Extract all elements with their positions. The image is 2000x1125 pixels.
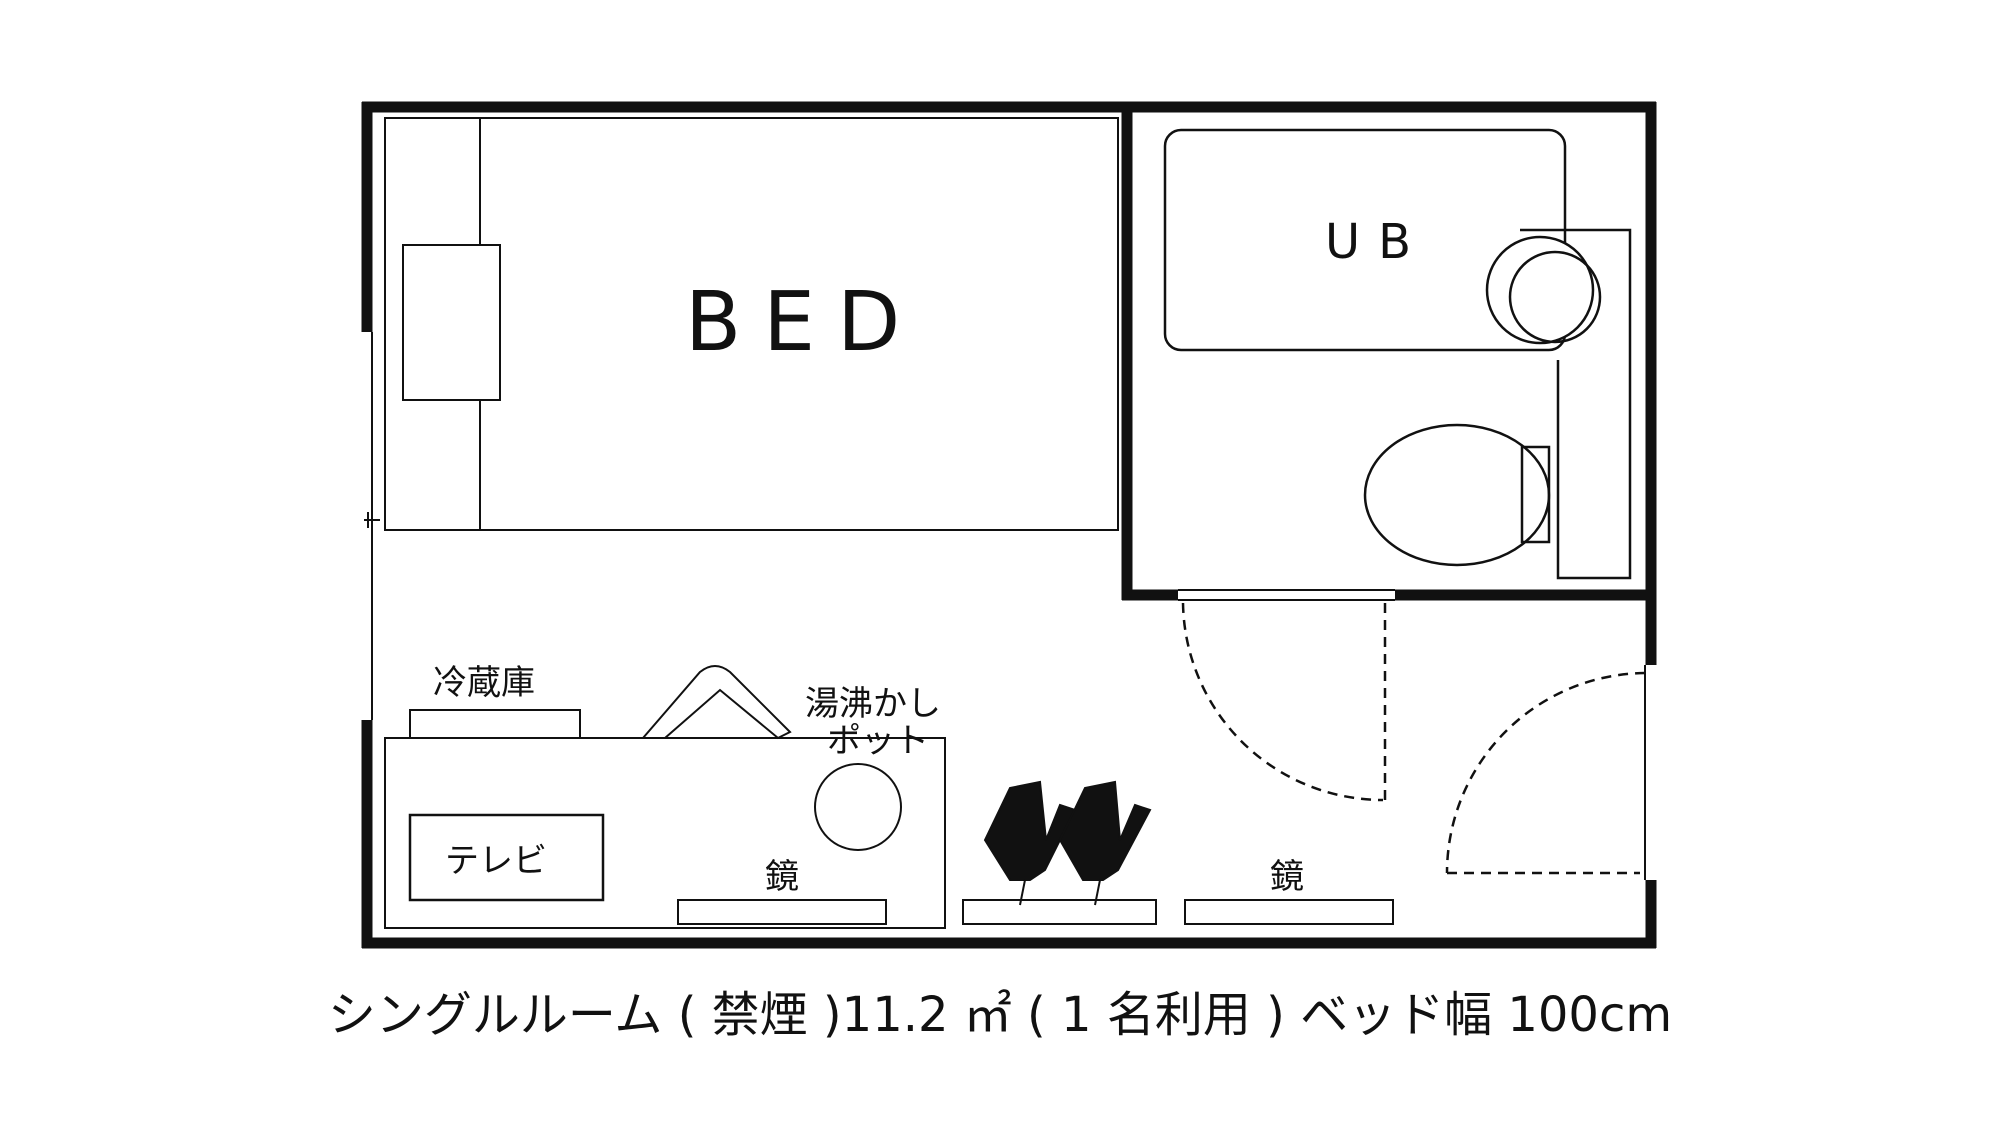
bathroom-door-frame	[1178, 589, 1395, 601]
ub-label: UB	[1325, 214, 1429, 270]
mirror-right-label: 鏡	[1270, 857, 1304, 897]
tv	[408, 813, 605, 902]
fridge	[409, 709, 581, 739]
pillow	[402, 244, 501, 401]
slippers	[983, 780, 1152, 906]
kettle-pot	[814, 763, 902, 851]
entrance-door-swing	[1445, 671, 1646, 875]
kettle-label-line1: 湯沸かし	[805, 684, 941, 724]
bathroom-door-swing	[1181, 602, 1387, 802]
mirror-left-label: 鏡	[765, 857, 799, 897]
fridge-label: 冷蔵庫	[433, 663, 535, 703]
mirror-right	[1184, 899, 1394, 925]
luggage-rack	[962, 899, 1157, 925]
sink-counter	[1520, 228, 1632, 580]
bathroom-walls	[1121, 107, 1656, 601]
bed	[384, 117, 1119, 531]
sink-inner	[1508, 250, 1602, 344]
mirror-left	[677, 899, 887, 925]
sink-outer	[1485, 235, 1595, 345]
chair	[640, 665, 792, 740]
bathtub	[1163, 128, 1567, 352]
room-caption: シングルルーム ( 禁煙 )11.2 ㎡ ( 1 名利用 ) ベッド幅 100c…	[327, 987, 1673, 1043]
desk	[384, 709, 1394, 929]
unit-bath	[1163, 128, 1632, 580]
bed-label: BED	[685, 275, 922, 370]
outer-walls	[361, 101, 1657, 949]
tv-label: テレビ	[445, 841, 547, 881]
kettle-label-line2: ポット	[827, 721, 929, 761]
toilet-tank	[1520, 445, 1551, 544]
window	[364, 332, 380, 720]
